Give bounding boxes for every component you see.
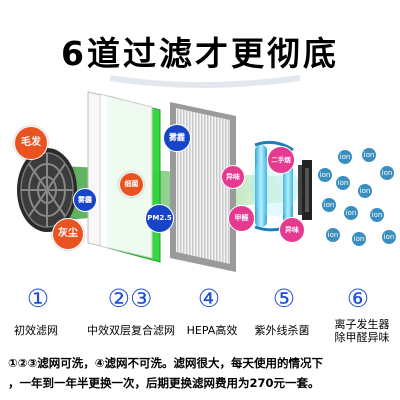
ion-particle: ion [326,228,340,242]
stage-label-1: 初效滤网 [14,324,58,337]
dust-bubble: 灰尘 [52,218,84,250]
secondhand-smoke-bubble: 二手烟 [267,146,295,174]
stage-number-4: ④ [197,284,221,313]
ion-particle: ion [382,230,396,244]
stage-label-2-3: 中效双层复合滤网 [87,324,175,337]
stage-label-5: 紫外线杀菌 [254,324,310,337]
ion-particle: ion [344,206,358,220]
haze-bubble-right: 雾霾 [163,124,191,152]
stage-label-4: HEPA高效 [186,324,238,337]
bacteria-bubble: 细菌 [119,172,144,197]
odor-bubble-2: 异味 [279,217,305,243]
ion-particle: ion [336,176,350,190]
note-line-1: ①②③滤网可洗，④滤网不可洗。滤网很大，每天使用的情况下 [8,356,323,370]
prefilter-grille [17,148,77,232]
stage-number-2-3: ②③ [107,284,153,313]
ion-generator [298,160,312,220]
hair-bubble: 毛发 [14,126,48,160]
formaldehyde-bubble: 甲醛 [228,205,255,232]
note-line-2: ，一年到一年半更换一次，后期更换滤网费用为270元一套。 [8,376,320,390]
ion-particle: ion [370,208,384,222]
pm25-bubble: PM2.5 [145,204,174,233]
stage-label-6: 离子发生器 除甲醛异味 [334,318,390,344]
haze-bubble-left: 雾霾 [73,188,97,212]
ion-particle: ion [362,148,376,162]
ion-particle: ion [380,166,394,180]
ion-particle: ion [318,168,332,182]
odor-bubble: 异味 [221,165,245,189]
ion-particle: ion [338,150,352,164]
stage-number-1: ① [26,284,50,313]
stage-number-5: ⑤ [272,284,296,313]
stage-number-6: ⑥ [346,284,370,313]
title-swoosh [109,75,301,88]
ion-particle: ion [322,198,336,212]
ion-particle: ion [352,232,366,246]
ion-particle: ion [358,184,372,198]
page-title: 6道过滤才更彻底 [61,34,339,73]
